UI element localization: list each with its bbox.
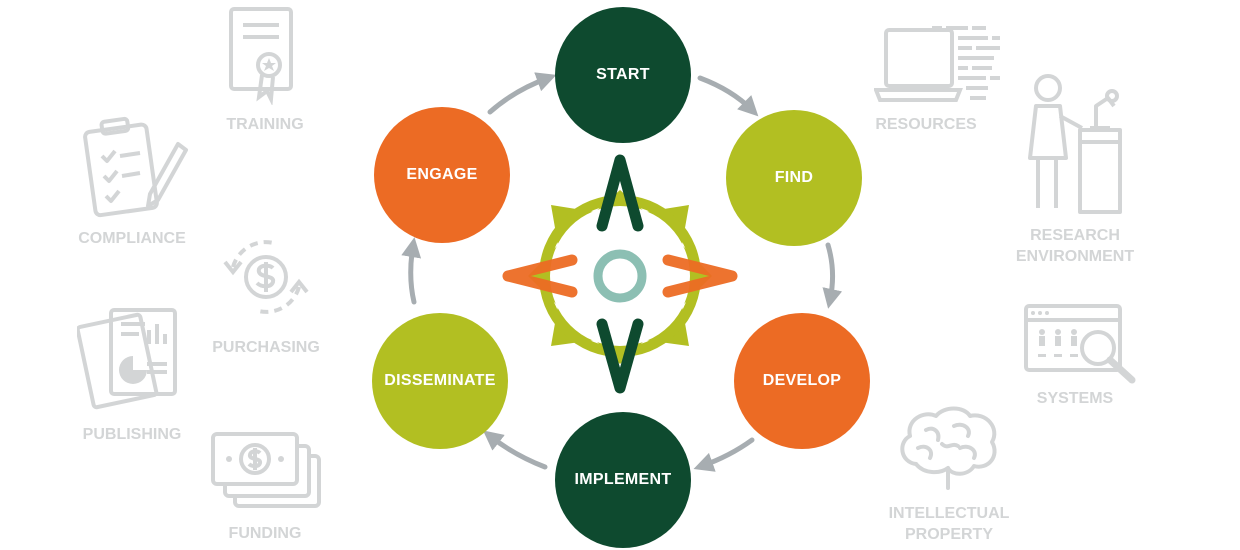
- area-intellectual-property[interactable]: INTELLECTUAL PROPERTY: [876, 404, 1022, 548]
- node-implement[interactable]: IMPLEMENT: [555, 412, 691, 548]
- arrow-develop-to-implement: [693, 437, 755, 472]
- compass-center-ring: [593, 249, 647, 303]
- node-develop[interactable]: DEVELOP: [734, 313, 870, 449]
- compass-icon: [502, 154, 738, 394]
- area-research-environment-label-2: ENVIRONMENT: [1015, 248, 1135, 265]
- arrow-engage-to-start: [487, 72, 557, 115]
- dollar-cycle-icon: [223, 240, 309, 314]
- brain-icon: [900, 406, 997, 490]
- compass-east-chevron: [662, 254, 738, 298]
- system-search-icon: [1024, 304, 1136, 384]
- lab-scientist-icon: [1028, 74, 1122, 214]
- laptop-code-icon: [874, 26, 1000, 102]
- area-intellectual-property-label-1: INTELLECTUAL: [888, 505, 1010, 522]
- compass-south-chevron: [596, 318, 644, 394]
- compass-ring: [550, 206, 690, 346]
- area-compliance-label: COMPLIANCE: [78, 230, 186, 247]
- arrow-find-to-develop: [822, 242, 843, 309]
- area-systems-label: SYSTEMS: [1036, 390, 1114, 407]
- area-resources[interactable]: RESOURCES: [870, 20, 1010, 135]
- area-publishing-label: PUBLISHING: [82, 426, 182, 443]
- node-disseminate-label: DISSEMINATE: [384, 372, 496, 389]
- area-purchasing-label: PURCHASING: [212, 339, 320, 356]
- area-purchasing[interactable]: PURCHASING: [198, 232, 334, 362]
- area-research-environment-label-1: RESEARCH: [1030, 227, 1120, 244]
- report-documents-icon: [77, 308, 177, 410]
- area-resources-label: RESOURCES: [875, 116, 977, 133]
- node-implement-label: IMPLEMENT: [574, 471, 672, 488]
- arrow-implement-to-disseminate: [482, 430, 548, 470]
- area-intellectual-property-label-2: PROPERTY: [904, 526, 993, 543]
- node-start-label: START: [596, 66, 650, 83]
- clipboard-checklist-icon: [83, 116, 188, 218]
- arrow-disseminate-to-engage: [401, 237, 422, 305]
- node-find[interactable]: FIND: [726, 110, 862, 246]
- area-funding[interactable]: FUNDING: [200, 426, 330, 550]
- node-start[interactable]: START: [555, 7, 691, 143]
- arrow-start-to-find: [697, 75, 759, 117]
- compass-west-chevron: [502, 254, 578, 298]
- certificate-icon: [229, 7, 293, 105]
- node-find-label: FIND: [774, 169, 814, 186]
- node-engage[interactable]: ENGAGE: [374, 107, 510, 243]
- area-training-label: TRAINING: [226, 116, 304, 133]
- area-compliance[interactable]: COMPLIANCE: [62, 112, 202, 252]
- node-engage-label: ENGAGE: [406, 166, 478, 183]
- area-publishing[interactable]: PUBLISHING: [64, 300, 200, 446]
- compass-north-chevron: [596, 154, 644, 232]
- money-bills-icon: [211, 432, 321, 508]
- area-systems[interactable]: SYSTEMS: [1010, 300, 1160, 412]
- area-research-environment[interactable]: RESEARCH ENVIRONMENT: [1000, 72, 1150, 272]
- node-disseminate[interactable]: DISSEMINATE: [372, 313, 508, 449]
- node-develop-label: DEVELOP: [762, 372, 842, 389]
- cycle-arrows: [401, 72, 843, 472]
- area-funding-label: FUNDING: [228, 525, 302, 542]
- area-training[interactable]: TRAINING: [200, 5, 330, 135]
